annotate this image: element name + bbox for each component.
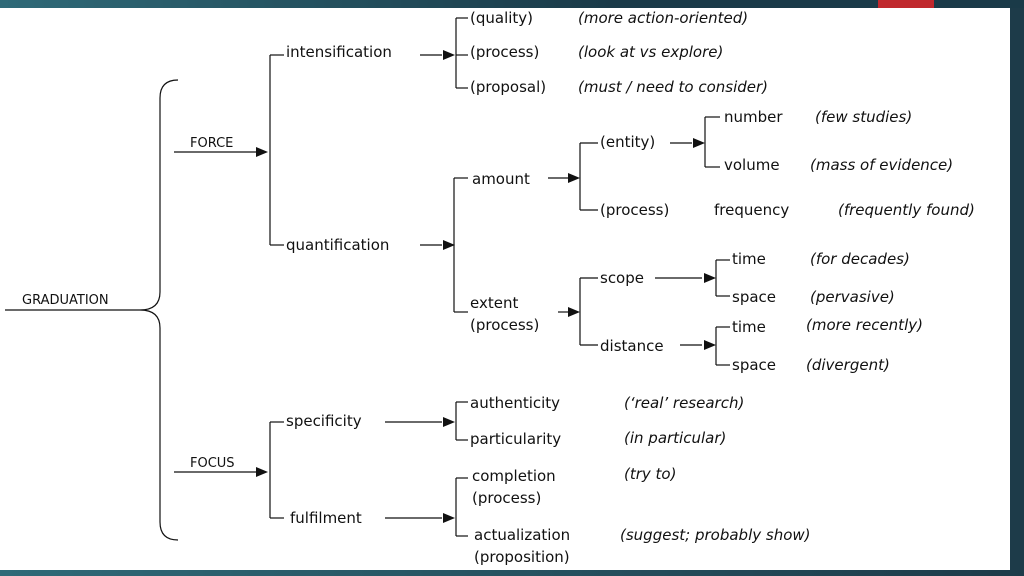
distance-label: distance — [600, 337, 664, 355]
particularity-example: (in particular) — [624, 429, 726, 447]
intensification-label: intensification — [286, 43, 392, 61]
completion-process-label: (process) — [472, 489, 541, 507]
distance-space-example: (divergent) — [806, 356, 890, 374]
bottom-band — [0, 570, 1024, 576]
slide-canvas — [0, 8, 1010, 570]
process-example: (look at vs explore) — [578, 43, 723, 61]
quantification-label: quantification — [286, 236, 389, 254]
scope-time-example: (for decades) — [810, 250, 910, 268]
particularity-label: particularity — [470, 430, 561, 448]
fulfilment-label: fulfilment — [290, 509, 362, 527]
focus-label: FOCUS — [190, 456, 235, 471]
root-label: GRADUATION — [22, 293, 109, 308]
authenticity-example: (‘real’ research) — [624, 394, 744, 412]
quality-label: (quality) — [470, 9, 533, 27]
amount-label: amount — [472, 170, 530, 188]
volume-example: (mass of evidence) — [810, 156, 953, 174]
frequency-label: frequency — [714, 201, 789, 219]
distance-time-label: time — [732, 318, 766, 336]
volume-label: volume — [724, 156, 780, 174]
scope-label: scope — [600, 269, 644, 287]
completion-example: (try to) — [624, 465, 676, 483]
proposal-label: (proposal) — [470, 78, 546, 96]
scope-space-example: (pervasive) — [810, 288, 895, 306]
top-band — [0, 0, 1024, 8]
frequency-example: (frequently found) — [838, 201, 975, 219]
number-label: number — [724, 108, 783, 126]
quality-example: (more action-oriented) — [578, 9, 748, 27]
specificity-label: specificity — [286, 412, 362, 430]
force-label: FORCE — [190, 136, 233, 151]
amount-process-label: (process) — [600, 201, 669, 219]
process-label: (process) — [470, 43, 539, 61]
entity-label: (entity) — [600, 133, 655, 151]
red-accent-bar — [878, 0, 934, 8]
extent-process-label: (process) — [470, 316, 539, 334]
arrowheads — [256, 50, 716, 523]
distance-time-example: (more recently) — [806, 316, 923, 334]
authenticity-label: authenticity — [470, 394, 560, 412]
node-labels: GRADUATION FORCE FOCUS intensification (… — [22, 9, 975, 566]
actualization-proposition-label: (proposition) — [474, 548, 570, 566]
scope-time-label: time — [732, 250, 766, 268]
distance-space-label: space — [732, 356, 776, 374]
extent-label: extent — [470, 294, 518, 312]
number-example: (few studies) — [815, 108, 912, 126]
proposal-example: (must / need to consider) — [578, 78, 768, 96]
completion-label: completion — [472, 467, 556, 485]
actualization-label: actualization — [474, 526, 570, 544]
actualization-example: (suggest; probably show) — [620, 526, 811, 544]
scope-space-label: space — [732, 288, 776, 306]
